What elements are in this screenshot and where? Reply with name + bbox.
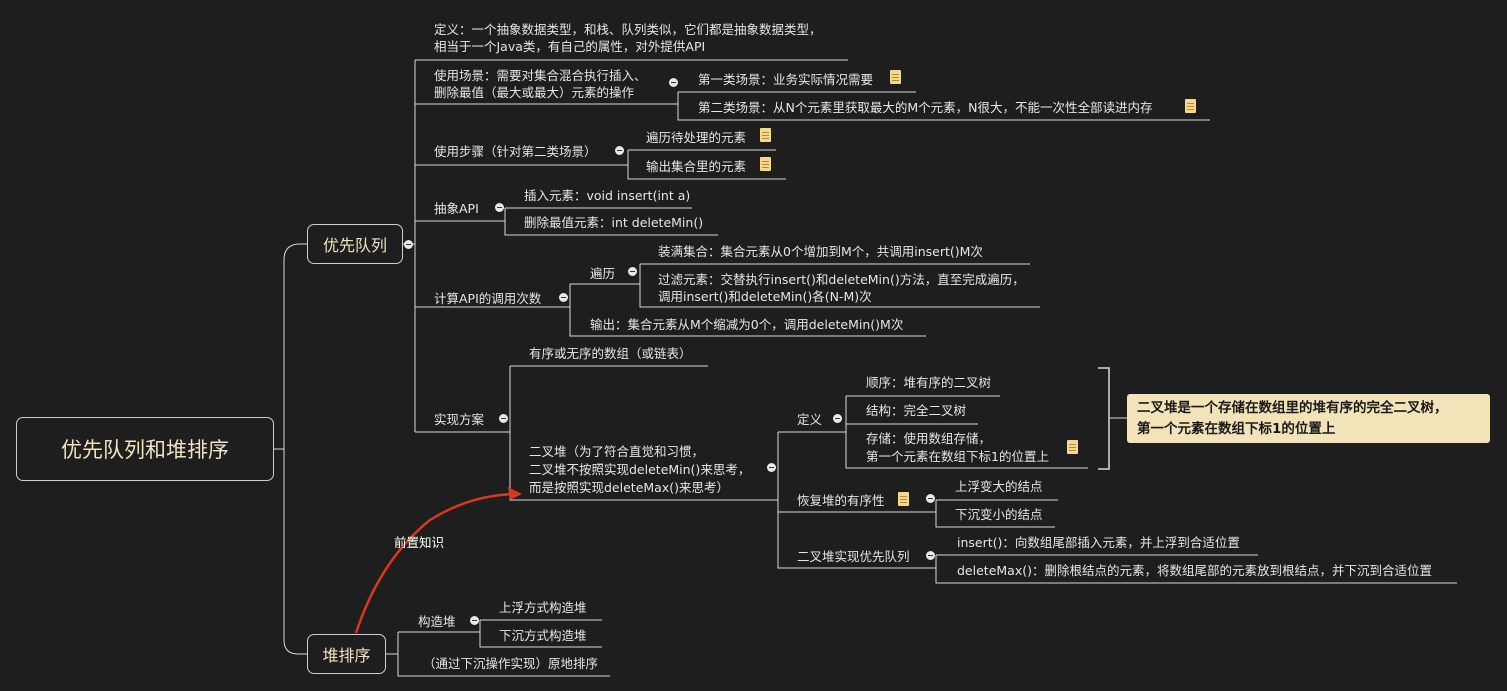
count-filter-2: 调用insert()和deleteMin()各(N-M)次 <box>658 289 872 304</box>
summary-line-1: 二叉堆是一个存储在数组里的堆有序的完全二叉树， <box>1137 400 1448 416</box>
collapse-toggle-steps[interactable] <box>615 146 624 155</box>
collapse-toggle-def[interactable] <box>833 414 842 423</box>
collapse-toggle-api[interactable] <box>495 203 504 212</box>
summary-callout[interactable]: 二叉堆是一个存储在数组里的堆有序的完全二叉树， 第一个元素在数组下标1的位置上 <box>1127 394 1490 443</box>
note-icon[interactable] <box>1185 99 1196 113</box>
note-icon[interactable] <box>1067 440 1078 454</box>
collapse-toggle-pq[interactable] <box>404 240 413 249</box>
impl-label: 实现方案 <box>434 412 485 427</box>
summary-line-2: 第一个元素在数组下标1的位置上 <box>1137 421 1336 437</box>
restore-swim: 上浮变大的结点 <box>955 479 1043 494</box>
collapse-toggle-heap[interactable] <box>767 463 776 472</box>
heapsort-node[interactable]: 堆排序 <box>307 634 386 674</box>
api-delete: 删除最值元素：int deleteMin() <box>524 215 704 230</box>
heapsort-sort: （通过下沉操作实现）原地排序 <box>423 656 599 671</box>
collapse-toggle-restore[interactable] <box>926 494 935 503</box>
collapse-toggle-count[interactable] <box>559 293 568 302</box>
scenario-label-2: 删除最值（最大或最大）元素的操作 <box>434 85 635 100</box>
api-label: 抽象API <box>434 201 479 216</box>
scenario-second: 第二类场景：从N个元素里获取最大的M个元素，N很大，不能一次性全部读进内存 <box>698 100 1153 115</box>
prereq-label: 前置知识 <box>394 535 445 550</box>
heapsort-title: 堆排序 <box>322 646 371 665</box>
def-storage-2: 第一个元素在数组下标1的位置上 <box>866 449 1049 464</box>
pq-node[interactable]: 优先队列 <box>307 224 403 264</box>
def-label: 定义 <box>797 412 823 427</box>
steps-item-2: 输出集合里的元素 <box>646 159 747 174</box>
collapse-toggle-pq-impl[interactable] <box>926 551 935 560</box>
def-storage-1: 存储：使用数组存储， <box>866 431 992 446</box>
root-node[interactable]: 优先队列和堆排序 <box>16 417 274 481</box>
build-label: 构造堆 <box>418 614 456 629</box>
count-label: 计算API的调用次数 <box>434 291 542 306</box>
restore-label: 恢复堆的有序性 <box>797 493 885 508</box>
steps-item-1: 遍历待处理的元素 <box>646 130 747 145</box>
scenario-label-1: 使用场景：需要对集合混合执行插入、 <box>434 68 647 83</box>
def-order: 顺序：堆有序的二叉树 <box>866 375 992 390</box>
heap-text-2: 二叉堆不按照实现deleteMin()来思考， <box>529 462 751 477</box>
restore-sink: 下沉变小的结点 <box>955 507 1043 522</box>
note-icon[interactable] <box>890 70 901 84</box>
prereq-arrowhead <box>508 487 522 500</box>
pq-impl-insert: insert()：向数组尾部插入元素，并上浮到合适位置 <box>957 535 1240 550</box>
pq-impl-delmax: deleteMax()：删除根结点的元素，将数组尾部的元素放到根结点，并下沉到合… <box>957 563 1432 578</box>
note-icon[interactable] <box>898 492 909 506</box>
definition-text-1: 定义：一个抽象数据类型，和栈、队列类似，它们都是抽象数据类型， <box>434 22 822 37</box>
heap-text-1: 二叉堆（为了符合直觉和习惯， <box>529 444 705 459</box>
api-insert: 插入元素：void insert(int a) <box>524 188 691 203</box>
traverse-label: 遍历 <box>590 266 616 281</box>
pq-title: 优先队列 <box>322 236 387 255</box>
root-title: 优先队列和堆排序 <box>61 438 229 462</box>
prereq-arrow <box>354 492 516 634</box>
count-filter-1: 过滤元素：交替执行insert()和deleteMin()方法，直至完成遍历， <box>658 272 1025 287</box>
collapse-toggle-build[interactable] <box>470 616 479 625</box>
count-output: 输出：集合元素从M个缩减为0个，调用deleteMin()M次 <box>590 317 904 332</box>
definition-text-2: 相当于一个Java类，有自己的属性，对外提供API <box>434 39 706 54</box>
build-sink: 下沉方式构造堆 <box>499 628 587 643</box>
note-icon[interactable] <box>760 128 771 142</box>
def-structure: 结构：完全二叉树 <box>866 403 967 418</box>
scenario-first: 第一类场景：业务实际情况需要 <box>698 72 874 87</box>
steps-label: 使用步骤（针对第二类场景） <box>434 144 597 159</box>
count-fill: 装满集合：集合元素从0个增加到M个，共调用insert()M次 <box>658 244 983 259</box>
heap-text-3: 而是按照实现deleteMax()来思考） <box>529 480 729 495</box>
collapse-toggle-scenario[interactable] <box>669 78 678 87</box>
build-swim: 上浮方式构造堆 <box>499 600 587 615</box>
collapse-toggle-traverse[interactable] <box>628 267 637 276</box>
impl-array: 有序或无序的数组（或链表） <box>529 346 692 361</box>
note-icon[interactable] <box>760 157 771 171</box>
collapse-toggle-impl[interactable] <box>499 414 508 423</box>
pq-impl-label: 二叉堆实现优先队列 <box>797 549 910 564</box>
